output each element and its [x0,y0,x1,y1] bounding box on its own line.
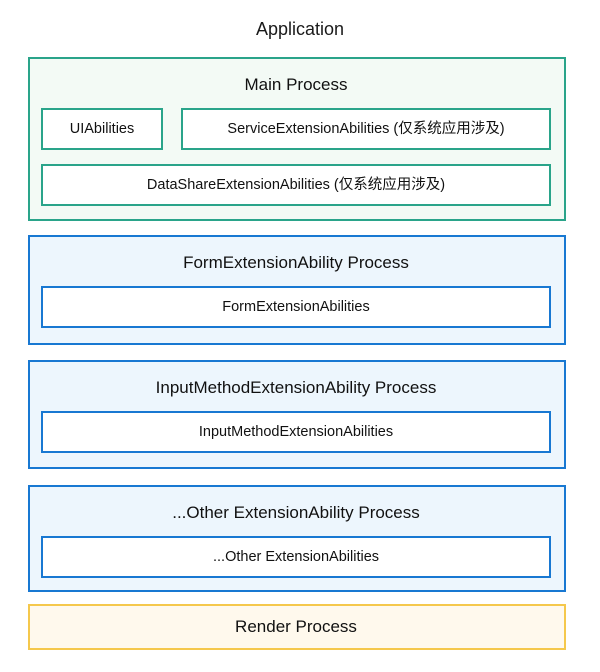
render-process-box: Render Process [28,604,566,650]
form-extension-abilities-box: FormExtensionAbilities [41,286,551,328]
other-extension-abilities-box: ...Other ExtensionAbilities [41,536,551,578]
uiabilities-box: UIAbilities [41,108,163,150]
form-extension-process-label: FormExtensionAbility Process [183,253,409,272]
form-extension-process-box: FormExtensionAbility Process FormExtensi… [28,235,566,345]
service-extension-abilities-box: ServiceExtensionAbilities (仅系统应用涉及) [181,108,551,150]
application-title: Application [255,19,345,39]
input-method-extension-process-box: InputMethodExtensionAbility Process Inpu… [28,360,566,469]
other-extension-process-label: ...Other ExtensionAbility Process [172,503,420,522]
input-method-extension-process-label: InputMethodExtensionAbility Process [155,378,437,397]
datashare-extension-abilities-box: DataShareExtensionAbilities (仅系统应用涉及) [41,164,551,206]
main-process-label: Main Process [244,75,348,94]
render-process-label: Render Process [235,617,357,636]
main-process-box: Main Process UIAbilities ServiceExtensio… [28,57,566,221]
input-method-extension-abilities-box: InputMethodExtensionAbilities [41,411,551,453]
main-process-row: UIAbilities ServiceExtensionAbilities (仅… [41,108,551,150]
other-extension-process-box: ...Other ExtensionAbility Process ...Oth… [28,485,566,592]
